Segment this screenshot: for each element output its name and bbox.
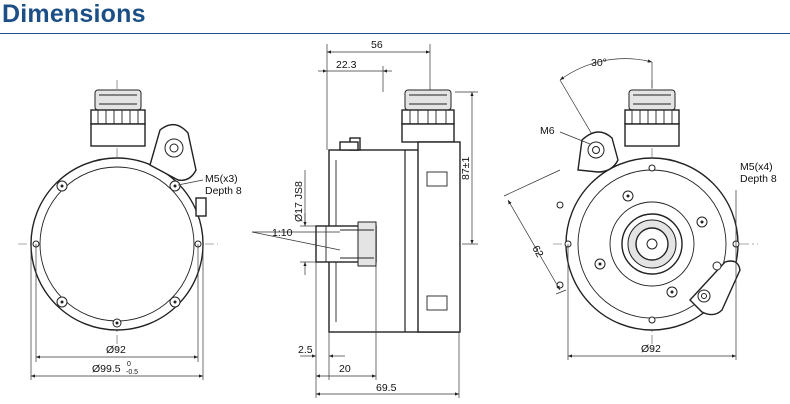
- front-dim-outer: Ø99.5: [92, 363, 121, 375]
- front-mount-holes: [32, 180, 202, 328]
- side-dim-connector: 22.3: [336, 59, 357, 71]
- side-dim-shaft: Ø17 JS8: [293, 181, 305, 222]
- rear-hub: [609, 201, 695, 287]
- side-view: 56 22.3: [251, 39, 478, 398]
- page-title: Dimensions: [2, 0, 146, 28]
- front-view: M5(x3) Depth 8 Ø92 Ø99.5 0 -0.5: [18, 80, 242, 380]
- side-dim-shaft-length: 20: [339, 363, 351, 375]
- rear-dim-diameter: Ø92: [641, 343, 661, 355]
- front-dim-outer-tol-upper: 0: [127, 361, 131, 368]
- rear-connector: [624, 89, 680, 147]
- side-dim-overall-bottom: 69.5: [376, 382, 397, 394]
- side-connector: [401, 89, 455, 143]
- rear-tether-lug: [577, 131, 619, 173]
- rear-view: 30° M6: [503, 57, 777, 360]
- front-mount-callout-line2: Depth 8: [205, 185, 242, 197]
- side-shaft: [315, 221, 377, 267]
- rear-bracket: [689, 260, 741, 316]
- front-connector: [90, 89, 146, 147]
- title-rule: [0, 33, 790, 34]
- front-tether-lug: [149, 124, 207, 217]
- rear-mount-callout-line1: M5(x4): [740, 161, 773, 173]
- side-taper: 1:10: [272, 227, 293, 239]
- front-dim-outer-tol-lower: -0.5: [126, 369, 138, 376]
- side-dim-flange: 2.5: [298, 344, 313, 356]
- rear-tether-thread: M6: [540, 125, 555, 137]
- front-mount-callout-line1: M5(x3): [205, 173, 238, 185]
- rear-mount-callout-line2: Depth 8: [740, 173, 777, 185]
- side-dim-height: 87±1: [460, 157, 472, 180]
- side-dim-overall-top: 56: [371, 39, 383, 51]
- rear-dim-radius: 62: [529, 244, 545, 260]
- rear-angle-label: 30°: [591, 57, 607, 69]
- front-dim-inner: Ø92: [106, 344, 126, 356]
